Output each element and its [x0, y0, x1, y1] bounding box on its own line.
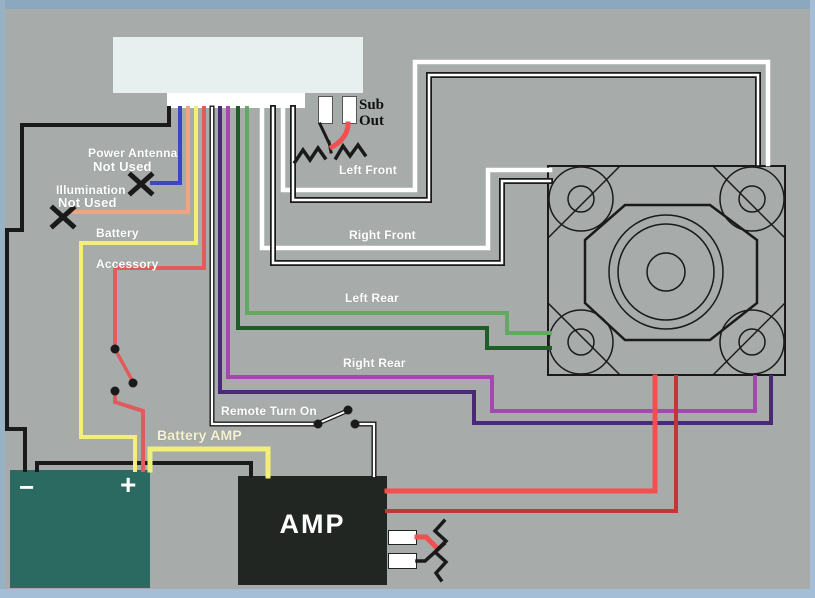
wire-left-front-positive: [280, 59, 771, 193]
ignition-switch-contact-bottom: [110, 386, 120, 396]
wire-right-front-negative-core: [271, 106, 552, 265]
battery-positive-terminal: +: [120, 469, 137, 500]
frame-left: [0, 0, 5, 598]
battery: − +: [10, 470, 150, 588]
wire-remote-to-amp-core: [353, 422, 376, 478]
amp-input-zigzag-icon: [432, 518, 449, 583]
wire-battery: [79, 106, 198, 472]
battery-negative-terminal: −: [19, 472, 35, 502]
label-left-rear: Left Rear: [345, 291, 399, 305]
remote-switch-blade-core: [317, 409, 349, 425]
ignition-switch-blade: [113, 348, 135, 383]
label-illumination-not-used: Not Used: [58, 195, 117, 210]
wire-illumination: [68, 106, 190, 214]
ignition-switch-contact-mid: [128, 378, 138, 388]
corner-speaker-tr-icon: [719, 166, 785, 232]
label-right-front: Right Front: [349, 228, 416, 242]
wire-left-rear-negative: [236, 106, 552, 350]
sub-out-cable-icon: [292, 121, 368, 165]
x-mark-illumination-icon: [49, 204, 77, 230]
sub-out-black-lead: [318, 122, 331, 145]
sub-out-zigzag-right-icon: [333, 141, 368, 161]
wire-right-front-positive: [259, 105, 553, 251]
head-unit: [113, 37, 363, 93]
corner-speaker-br-icon: [719, 309, 785, 375]
label-power-antenna-not-used: Not Used: [93, 159, 152, 174]
wire-left-front-negative-core: [291, 73, 760, 202]
x-mark-power-antenna-icon: [127, 171, 155, 197]
label-right-rear: Right Rear: [343, 356, 406, 370]
wire-battery-amp: [147, 446, 271, 479]
label-power-antenna: Power Antenna: [88, 146, 178, 160]
subwoofer-corner-braces: [546, 164, 787, 377]
wire-right-rear-positive: [226, 106, 757, 413]
subwoofer-box-outline: [547, 165, 786, 376]
label-battery: Battery: [96, 226, 139, 240]
label-illumination: Illumination: [56, 183, 126, 197]
label-battery-amp: Battery AMP: [157, 427, 242, 443]
remote-switch-contact-left: [313, 419, 323, 429]
sub-out-zigzag-left-icon: [292, 144, 328, 165]
wire-sub-negative: [385, 375, 678, 513]
wire-remote-core: [210, 106, 318, 426]
label-left-front: Left Front: [339, 163, 397, 177]
label-accessory: Accessory: [96, 257, 159, 271]
remote-switch-contact-top: [343, 405, 353, 415]
wire-right-rear-negative: [218, 106, 773, 425]
amp-input-red-lead: [414, 534, 442, 553]
corner-speaker-tl-icon: [548, 166, 614, 232]
label-sub-out-line1: Sub: [359, 97, 385, 113]
wire-ground-head-unit: [5, 106, 171, 472]
woofer-outer-icon: [608, 214, 724, 330]
label-sub-out: Sub Out: [359, 97, 384, 129]
ignition-switch-contact-top: [110, 344, 120, 354]
wire-remote-to-amp-outline: [352, 421, 377, 479]
frame-bottom: [0, 589, 815, 598]
corner-speaker-bl-dustcap: [567, 328, 595, 356]
woofer-cone-icon: [617, 223, 715, 321]
remote-switch-contact-right: [350, 419, 360, 429]
sub-out-red-lead: [328, 121, 351, 151]
corner-speaker-br-dustcap: [738, 328, 766, 356]
label-remote-turn-on: Remote Turn On: [221, 404, 317, 418]
amplifier: AMP: [238, 476, 387, 585]
head-unit-connector: [167, 93, 305, 108]
amp-input-cable-icon: [414, 518, 449, 583]
frame-right: [810, 0, 815, 598]
wire-sub-positive: [384, 374, 658, 494]
corner-speaker-tl-dustcap: [567, 185, 595, 213]
amplifier-label: AMP: [279, 509, 346, 539]
wire-accessory: [113, 106, 206, 349]
wire-left-rear-positive: [245, 106, 552, 335]
subwoofer-box: [546, 164, 787, 377]
wire-accessory-to-battery: [113, 391, 145, 472]
woofer-dustcap-icon: [646, 252, 686, 292]
corner-speaker-tr-dustcap: [738, 185, 766, 213]
wire-power-antenna: [150, 106, 182, 185]
corner-speaker-bl-icon: [548, 309, 614, 375]
label-sub-out-line2: Out: [359, 113, 385, 129]
switch-contacts: [110, 344, 360, 429]
sub-out-rca-left: [318, 96, 333, 124]
frame-top: [0, 0, 815, 9]
